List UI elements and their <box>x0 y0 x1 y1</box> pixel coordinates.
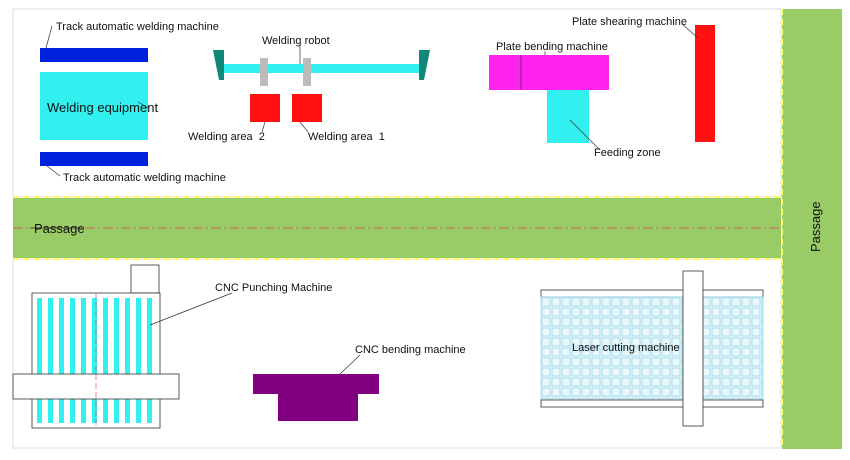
laser-rail-bottom <box>540 399 764 408</box>
plate-shearing-leader <box>681 23 699 39</box>
welding-area-2 <box>250 94 280 122</box>
cnc-punching-head <box>130 264 160 294</box>
plate-bending-label: Plate bending machine <box>496 41 608 53</box>
track-top-leader <box>45 25 53 49</box>
welding-area-1-label: Welding area 1 <box>308 131 385 143</box>
welding-area-1-leader <box>299 121 309 133</box>
welding-area-2-label: Welding area 2 <box>188 131 265 143</box>
track-top-label: Track automatic welding machine <box>56 21 219 33</box>
robot-rail-end-right <box>419 50 430 80</box>
plate-shearing-label: Plate shearing machine <box>572 16 687 28</box>
plate-bending-machine <box>489 55 609 90</box>
welding-area-2-leader <box>261 121 266 133</box>
laser-gantry <box>682 270 704 427</box>
track-bottom-label: Track automatic welding machine <box>63 172 226 184</box>
robot-arm-left <box>260 58 268 86</box>
laser-cutting-label: Laser cutting machine <box>572 342 680 354</box>
feeding-zone-leader <box>569 119 601 151</box>
passage-vertical-label: Passage <box>808 201 823 252</box>
cnc-bending-leader <box>339 354 361 375</box>
track-welding-machine-bottom <box>40 152 148 166</box>
passage-horizontal-label: Passage <box>34 221 85 236</box>
feeding-zone <box>547 90 589 143</box>
welding-equipment <box>40 72 148 140</box>
feeding-zone-label: Feeding zone <box>594 147 661 159</box>
robot-rail-end-left <box>213 50 224 80</box>
laser-rail-top <box>540 289 764 298</box>
cnc-punching-leader <box>149 292 233 326</box>
robot-arm-right <box>303 58 311 86</box>
cnc-punching-stripes <box>37 298 152 423</box>
cnc-bending-label: CNC bending machine <box>355 344 466 356</box>
vertical-passage <box>782 9 842 449</box>
track-bottom-leader <box>46 165 61 177</box>
cnc-bending-machine <box>253 374 379 421</box>
welding-equipment-leader <box>137 101 149 109</box>
track-welding-machine-top <box>40 48 148 62</box>
welding-area-1 <box>292 94 322 122</box>
laser-cutting-bed <box>540 296 764 401</box>
welding-equipment-label: Welding equipment <box>47 100 158 115</box>
welding-robot-label: Welding robot <box>262 35 330 47</box>
cnc-punching-label: CNC Punching Machine <box>215 282 332 294</box>
robot-rail <box>222 64 420 73</box>
plate-shearing-machine <box>695 25 715 142</box>
